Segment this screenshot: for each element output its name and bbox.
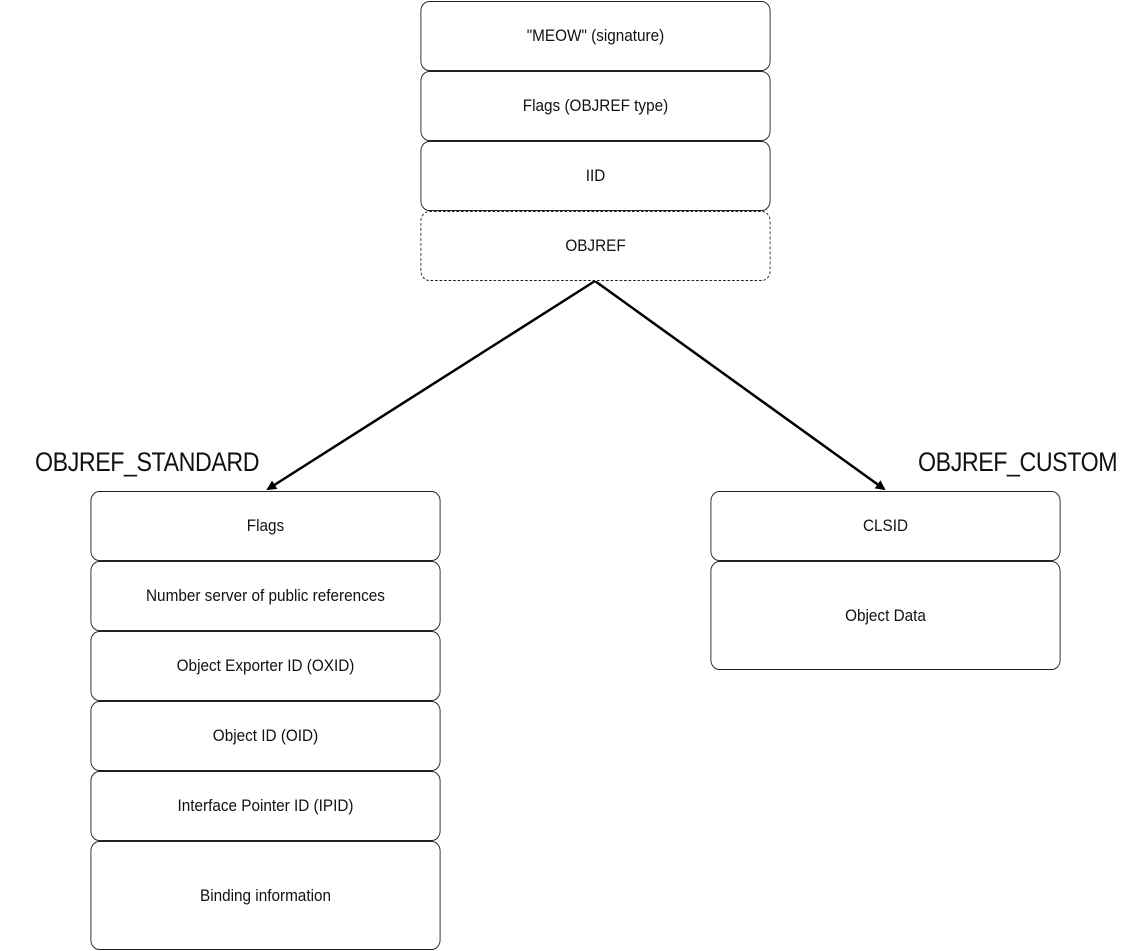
standard-flags-field: Flags: [90, 491, 441, 561]
meow-signature-field: "MEOW" (signature): [420, 1, 771, 71]
oxid-label: Object Exporter ID (OXID): [176, 656, 355, 675]
objref-label: OBJREF: [565, 236, 626, 255]
object-data-field: Object Data: [710, 561, 1061, 670]
standard-flags-label: Flags: [246, 516, 285, 535]
arrow-objref-to-standard: [266, 279, 596, 491]
flags-objref-type-label: Flags (OBJREF type): [522, 96, 669, 115]
iid-label: IID: [585, 166, 606, 185]
public-references-field: Number server of public references: [90, 561, 441, 631]
oxid-field: Object Exporter ID (OXID): [90, 631, 441, 701]
iid-field: IID: [420, 141, 771, 211]
flags-objref-type-field: Flags (OBJREF type): [420, 71, 771, 141]
objref-standard-title: OBJREF_STANDARD: [35, 447, 260, 477]
ipid-field: Interface Pointer ID (IPID): [90, 771, 441, 841]
oid-field: Object ID (OID): [90, 701, 441, 771]
objref-custom-title: OBJREF_CUSTOM: [918, 447, 1118, 477]
public-references-label: Number server of public references: [146, 586, 385, 605]
binding-information-field: Binding information: [90, 841, 441, 950]
object-data-label: Object Data: [845, 605, 926, 625]
meow-signature-label: "MEOW" (signature): [526, 26, 665, 45]
ipid-label: Interface Pointer ID (IPID): [177, 796, 354, 815]
oid-label: Object ID (OID): [212, 726, 319, 745]
arrow-objref-to-custom: [594, 279, 886, 491]
clsid-field: CLSID: [710, 491, 1061, 561]
objref-field: OBJREF: [420, 211, 771, 281]
binding-information-label: Binding information: [200, 885, 331, 905]
clsid-label: CLSID: [862, 516, 909, 535]
